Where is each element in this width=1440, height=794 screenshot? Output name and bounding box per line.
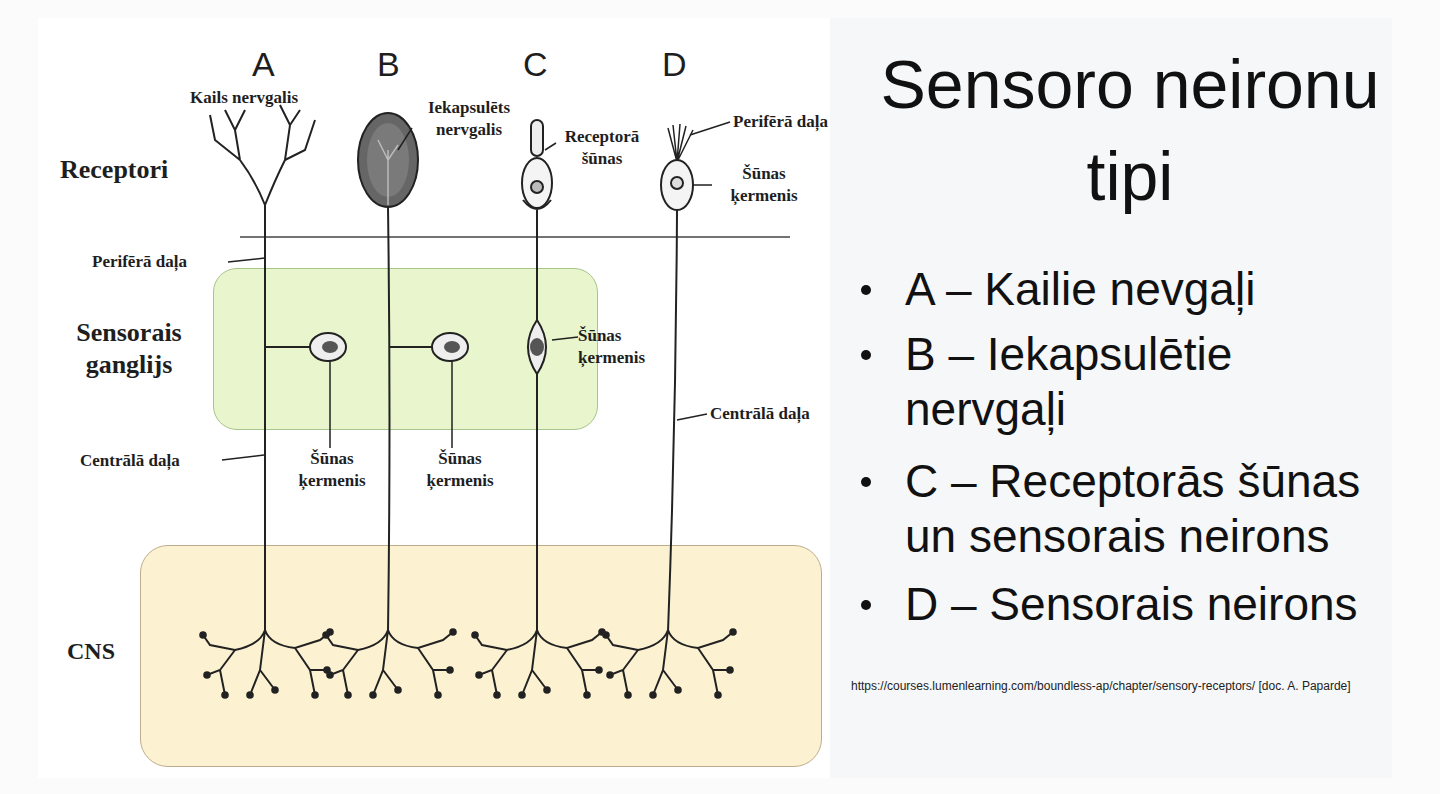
part-label: Kails nervgalis xyxy=(190,87,360,109)
leader-line xyxy=(398,128,452,448)
bullet-dot xyxy=(861,285,871,295)
neuron-letter: C xyxy=(523,44,563,84)
bullet-item: C – Receptorās šūnas un sensorais neiron… xyxy=(905,454,1383,564)
cell-body xyxy=(432,333,468,361)
neuron-letter: B xyxy=(377,44,417,84)
axon xyxy=(668,210,677,632)
ganglion-band: Sensorais ganglijs xyxy=(213,268,598,430)
part-label: Perifērā daļa xyxy=(733,111,883,133)
receptor-cell xyxy=(522,158,552,208)
axon-terminal xyxy=(323,629,456,698)
capsule xyxy=(358,113,418,207)
bullet-item: D – Sensorais neirons xyxy=(905,577,1383,632)
capsule-core xyxy=(367,123,409,197)
receptor-tip xyxy=(531,120,543,156)
bullet-dot xyxy=(861,477,871,487)
axon xyxy=(388,207,432,632)
band-heading: CNS xyxy=(67,636,137,666)
bullet-dot xyxy=(861,600,871,610)
leader-line xyxy=(222,258,330,460)
neuron-letter: A xyxy=(252,44,292,84)
cell-body xyxy=(528,320,546,374)
synapse-cup xyxy=(523,200,551,209)
receptor-divider xyxy=(240,236,790,238)
axon xyxy=(265,230,310,632)
part-label: Receptorā šūnas xyxy=(548,126,656,170)
cell-body xyxy=(310,333,346,361)
nucleus xyxy=(671,177,683,189)
part-label: Šūnas ķermenis xyxy=(708,163,820,207)
part-label: Iekapsulēts nervgalis xyxy=(403,97,535,141)
slide-title: Sensoro neironu tipi xyxy=(880,38,1380,222)
nucleus xyxy=(322,341,338,353)
axon xyxy=(536,210,538,632)
bullet-item: A – Kailie nevgaļi xyxy=(905,262,1383,317)
part-label: Šūnas ķermenis xyxy=(284,448,380,492)
part-label: Centrālā daļa xyxy=(80,450,225,472)
nucleus xyxy=(531,181,543,193)
neuron-a xyxy=(200,105,346,698)
part-label: Šūnas ķermenis xyxy=(578,325,670,369)
neuron-letter: D xyxy=(662,44,702,84)
band-heading: Sensorais ganglijs xyxy=(49,317,209,381)
nucleus xyxy=(530,338,544,356)
free-nerve-ending xyxy=(210,105,315,230)
nucleus xyxy=(444,341,460,353)
bullet-dot xyxy=(861,350,871,360)
encapsulated-ending xyxy=(378,140,398,205)
sensory-hairs xyxy=(668,124,693,162)
axon-terminal xyxy=(472,629,605,698)
part-label: Šūnas ķermenis xyxy=(410,448,510,492)
source-note: https://courses.lumenlearning.com/boundl… xyxy=(851,677,1366,695)
leader-line xyxy=(545,143,578,340)
leader-line xyxy=(677,122,730,420)
neuron-b xyxy=(323,113,468,698)
axon-terminal xyxy=(603,629,736,698)
part-label: Centrālā daļa xyxy=(710,403,860,425)
neuron-c xyxy=(472,120,605,698)
part-label: Perifērā daļa xyxy=(92,251,232,273)
bullet-item: B – Iekapsulētie nervgaļi xyxy=(905,327,1383,437)
cns-band: CNS xyxy=(140,545,822,767)
cell-body xyxy=(661,160,693,210)
axon-terminal xyxy=(200,629,333,698)
zone-label: Receptori xyxy=(60,154,220,186)
